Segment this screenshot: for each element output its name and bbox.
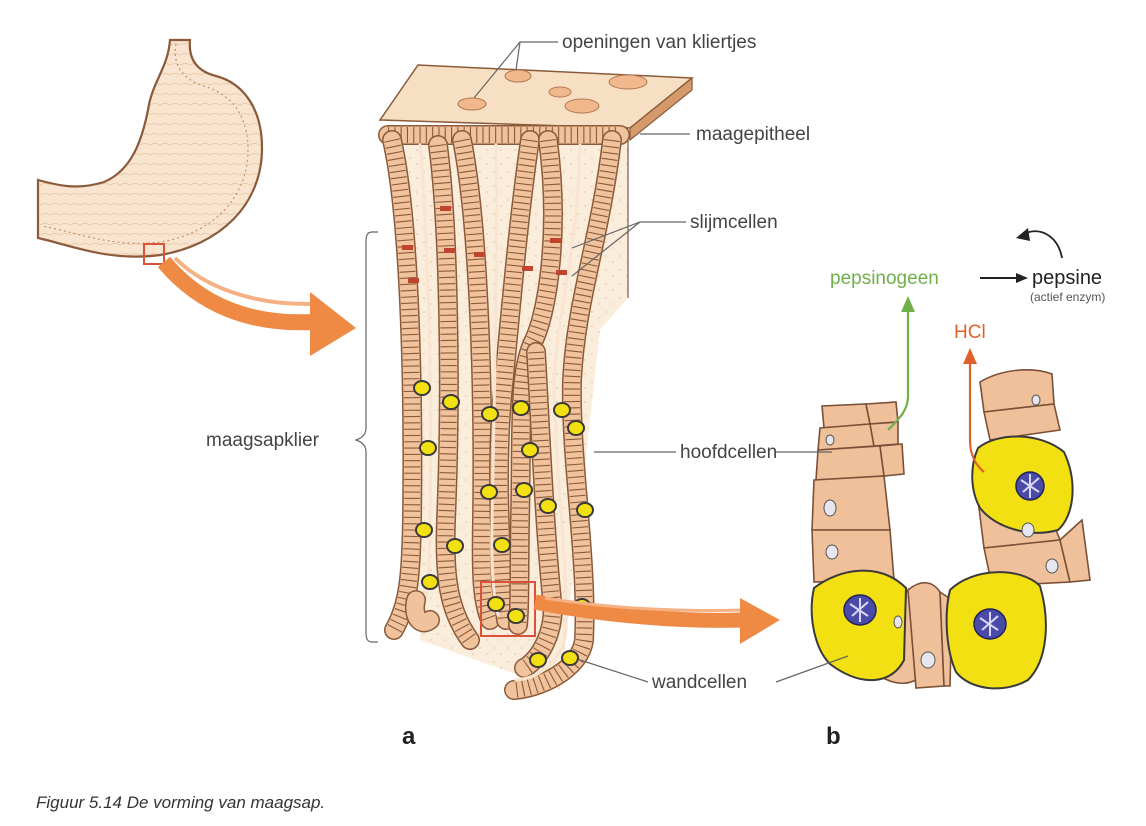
label-wandcellen: wandcellen [651, 672, 747, 693]
label-maagsapklier: maagsapklier [206, 430, 320, 451]
panel-label-b: b [826, 723, 841, 750]
label-maagepitheel: maagepitheel [696, 124, 810, 145]
label-hoofdcellen: hoofdcellen [680, 442, 777, 463]
gland-opening [458, 98, 486, 110]
label-hcl: HCl [954, 322, 986, 343]
stomach-illustration [38, 40, 262, 257]
gland-opening [609, 75, 647, 89]
label-pepsinogeen: pepsinogeen [830, 268, 939, 289]
label-pepsine: pepsine [1032, 267, 1102, 289]
gland-opening [549, 87, 571, 97]
zoom-arrow-to-b [535, 598, 780, 644]
gastric-gland-block [380, 65, 692, 690]
panel-label-a: a [402, 723, 416, 750]
gland-opening [505, 70, 531, 82]
cell-cluster-b [812, 370, 1090, 689]
label-openingen: openingen van kliertjes [562, 32, 756, 53]
activation-arrow [980, 273, 1028, 283]
autocatalysis-arrow [1016, 228, 1062, 258]
label-actief-enzym: (actief enzym) [1030, 290, 1105, 304]
gland-opening [565, 99, 599, 113]
zoom-arrow-to-a [164, 258, 356, 356]
label-slijmcellen: slijmcellen [690, 212, 778, 233]
maagsapklier-brace [356, 232, 378, 642]
figure-caption: Figuur 5.14 De vorming van maagsap. [36, 793, 325, 812]
